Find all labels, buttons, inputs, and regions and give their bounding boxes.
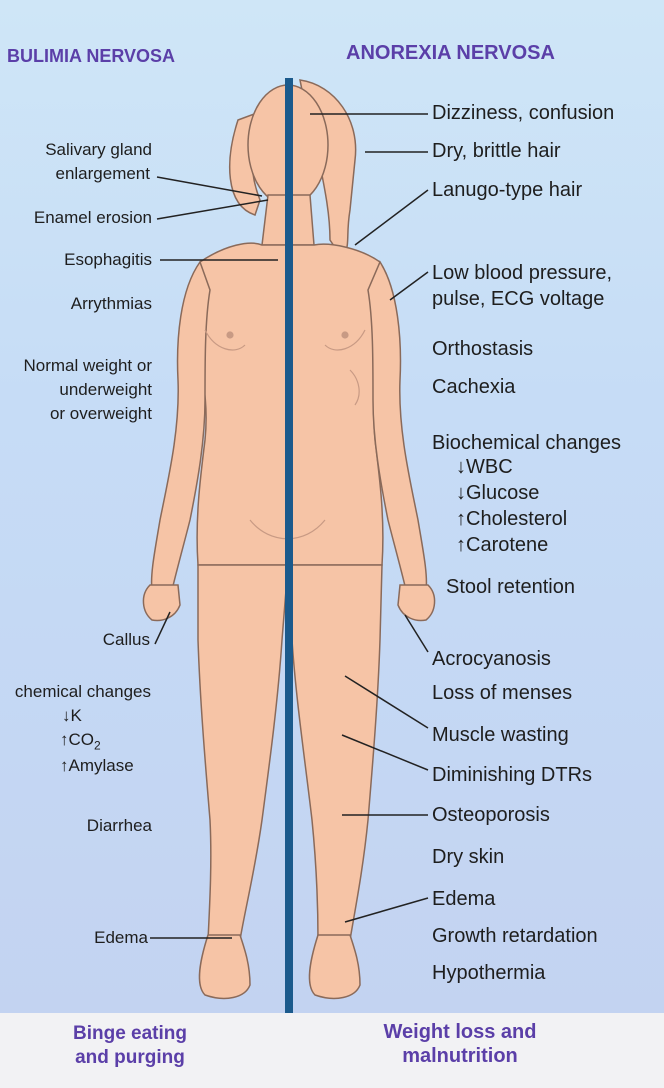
label-dry-brittle-hair: Dry, brittle hair bbox=[432, 140, 561, 163]
label-orthostasis: Orthostasis bbox=[432, 338, 533, 361]
label-esophagitis: Esophagitis bbox=[64, 250, 152, 270]
label-callus: Callus bbox=[103, 630, 150, 650]
label-wbc: ↓WBC bbox=[456, 456, 513, 479]
label-biochemical-changes-right: Biochemical changes bbox=[432, 432, 621, 455]
label-glucose: ↓Glucose bbox=[456, 482, 539, 505]
label-diarrhea: Diarrhea bbox=[87, 816, 152, 836]
label-cachexia: Cachexia bbox=[432, 376, 515, 399]
label-stool-retention: Stool retention bbox=[446, 576, 575, 599]
label-pulse-ecg: pulse, ECG voltage bbox=[432, 288, 604, 311]
label-normal-weight: Normal weight or bbox=[24, 356, 153, 376]
divider-line bbox=[285, 78, 293, 1013]
label-low-blood-pressure: Low blood pressure, bbox=[432, 262, 612, 285]
label-underweight: underweight bbox=[59, 380, 152, 400]
label-lanugo-hair: Lanugo-type hair bbox=[432, 179, 582, 202]
anorexia-header: ANOREXIA NERVOSA bbox=[346, 42, 555, 65]
label-loss-of-menses: Loss of menses bbox=[432, 682, 572, 705]
label-carotene: ↑Carotene bbox=[456, 534, 548, 557]
label-edema-right: Edema bbox=[432, 888, 495, 911]
anorexia-caption-line1: Weight loss and bbox=[360, 1020, 560, 1044]
label-acrocyanosis: Acrocyanosis bbox=[432, 648, 551, 671]
bulimia-caption-line1: Binge eating bbox=[40, 1022, 220, 1046]
label-growth-retardation: Growth retardation bbox=[432, 925, 598, 948]
anorexia-caption: Weight loss and malnutrition bbox=[360, 1020, 560, 1068]
label-co2: ↑CO2 bbox=[60, 730, 101, 752]
label-muscle-wasting: Muscle wasting bbox=[432, 724, 569, 747]
label-hypothermia: Hypothermia bbox=[432, 962, 545, 985]
label-enamel-erosion: Enamel erosion bbox=[34, 208, 152, 228]
label-overweight: or overweight bbox=[50, 404, 152, 424]
label-salivary-enlargement: enlargement bbox=[55, 164, 150, 184]
label-salivary-gland: Salivary gland bbox=[45, 140, 152, 160]
label-arrythmias: Arrythmias bbox=[71, 294, 152, 314]
label-potassium: ↓K bbox=[62, 706, 82, 726]
label-cholesterol: ↑Cholesterol bbox=[456, 508, 567, 531]
bulimia-caption: Binge eating and purging bbox=[40, 1022, 220, 1070]
bulimia-header: BULIMIA NERVOSA bbox=[7, 46, 175, 67]
label-edema-left: Edema bbox=[94, 928, 148, 948]
label-osteoporosis: Osteoporosis bbox=[432, 804, 550, 827]
label-dry-skin: Dry skin bbox=[432, 846, 504, 869]
label-amylase: ↑Amylase bbox=[60, 756, 134, 776]
label-diminishing-dtrs: Diminishing DTRs bbox=[432, 764, 592, 787]
label-dizziness: Dizziness, confusion bbox=[432, 102, 614, 125]
anorexia-caption-line2: malnutrition bbox=[360, 1044, 560, 1068]
label-biochemical-changes-left: chemical changes bbox=[15, 682, 151, 702]
bulimia-caption-line2: and purging bbox=[40, 1046, 220, 1070]
